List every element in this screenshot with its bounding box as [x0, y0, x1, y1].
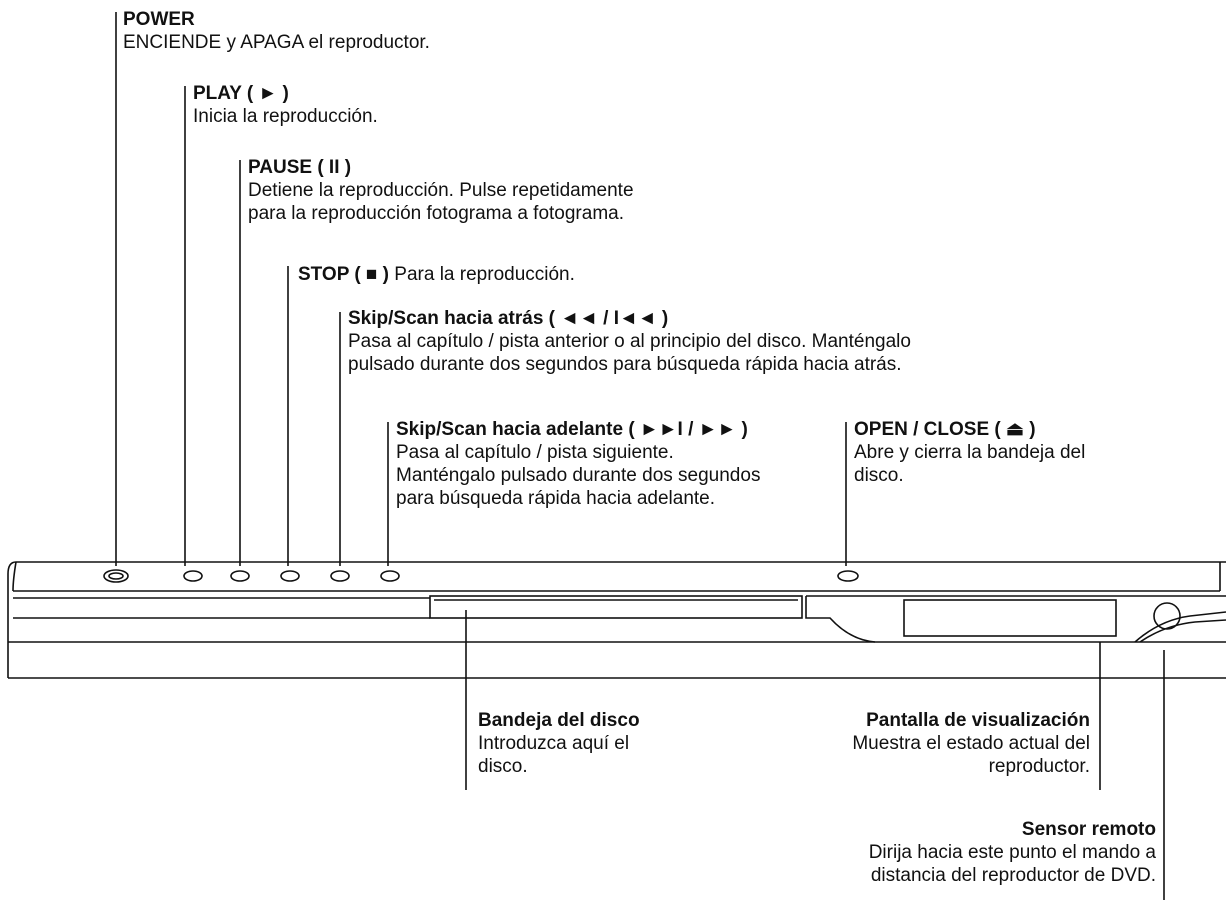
power-button-shape [103, 569, 129, 583]
play-title: PLAY ( ► ) [193, 83, 289, 104]
stop-label: STOP ( ■ ) Para la reproducción. [298, 263, 575, 286]
pause-title: PAUSE ( II ) [248, 157, 352, 178]
remote-sensor-title: Sensor remoto [1021, 819, 1156, 840]
play-description: Inicia la reproducción. [193, 106, 378, 127]
play-label: PLAY ( ► ) Inicia la reproducción. [193, 82, 378, 128]
skip-back-description: Pasa al capítulo / pista anterior o al p… [348, 331, 911, 375]
skip-back-label: Skip/Scan hacia atrás ( ◄◄ / I◄◄ ) Pasa … [348, 307, 911, 376]
stop-title: STOP ( ■ ) [298, 264, 390, 285]
remote-sensor-label: Sensor remoto Dirija hacia este punto el… [869, 818, 1156, 887]
stop-description: Para la reproducción. [394, 264, 575, 285]
skip-back-title: Skip/Scan hacia atrás ( ◄◄ / I◄◄ ) [348, 308, 669, 329]
skip-forward-label: Skip/Scan hacia adelante ( ►►I / ►► ) Pa… [396, 418, 760, 510]
play-button-shape [183, 570, 203, 582]
display-title: Pantalla de visualización [866, 710, 1090, 731]
pause-label: PAUSE ( II ) Detiene la reproducción. Pu… [248, 156, 634, 225]
power-label: POWER ENCIENDE y APAGA el reproductor. [123, 8, 430, 54]
remote-sensor-description: Dirija hacia este punto el mando a dista… [868, 842, 1156, 886]
stop-button-shape [280, 570, 300, 582]
disc-tray-slot [429, 595, 803, 619]
disc-tray-title: Bandeja del disco [478, 710, 640, 731]
power-description: ENCIENDE y APAGA el reproductor. [123, 32, 430, 53]
skip-forward-description: Pasa al capítulo / pista siguiente. Mant… [396, 442, 761, 509]
skip-forward-title: Skip/Scan hacia adelante ( ►►I / ►► ) [396, 419, 748, 440]
skip-forward-button-shape [380, 570, 400, 582]
open-close-button-shape [837, 570, 859, 582]
open-close-label: OPEN / CLOSE ( ⏏ ) Abre y cierra la band… [854, 418, 1085, 487]
remote-sensor-window [1153, 602, 1181, 630]
power-title: POWER [123, 9, 195, 30]
disc-tray-description: Introduzca aquí el disco. [478, 733, 630, 777]
open-close-description: Abre y cierra la bandeja del disco. [854, 442, 1086, 486]
display-window [903, 599, 1117, 637]
skip-back-button-shape [330, 570, 350, 582]
open-close-title: OPEN / CLOSE ( ⏏ ) [854, 419, 1036, 440]
pause-description: Detiene la reproducción. Pulse repetidam… [248, 180, 634, 224]
pause-button-shape [230, 570, 250, 582]
display-label: Pantalla de visualización Muestra el est… [852, 709, 1090, 778]
display-description: Muestra el estado actual del reproductor… [852, 733, 1090, 777]
disc-tray-label: Bandeja del disco Introduzca aquí el dis… [478, 709, 640, 778]
